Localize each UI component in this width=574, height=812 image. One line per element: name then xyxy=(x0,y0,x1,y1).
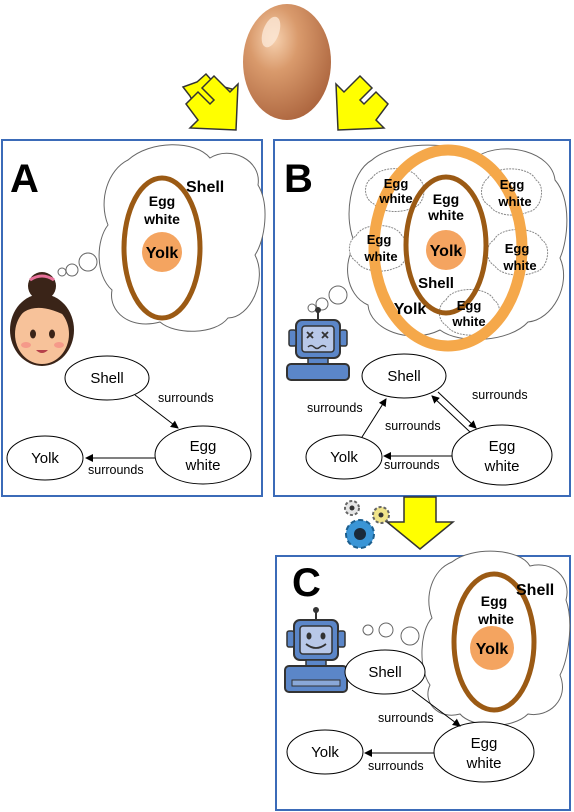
node-egg-white-b-l1: Egg xyxy=(489,438,516,455)
thought-yolk-a: Yolk xyxy=(146,245,179,262)
thought-white-b-2e: white xyxy=(451,314,485,329)
down-yellow-arrow xyxy=(384,496,456,550)
thought-white-b-1d: Egg xyxy=(505,241,530,256)
node-yolk-a xyxy=(6,435,84,481)
edge-yolk-shell-b-label: surrounds xyxy=(307,401,363,415)
girl-face-icon xyxy=(10,272,74,366)
panel-b xyxy=(273,139,571,497)
node-egg-white-a xyxy=(154,425,252,485)
edge-white-shell-b-label-2: surrounds xyxy=(385,419,441,433)
egg-white-ring-a xyxy=(121,175,203,321)
node-shell-c-label: Shell xyxy=(368,664,401,681)
thought-yolk-b: Yolk xyxy=(430,243,463,260)
thought-white-b-1e: Egg xyxy=(457,298,482,313)
thought-white-a-2: white xyxy=(143,211,180,227)
robot-happy-icon xyxy=(284,607,348,693)
edge-shell-white-a xyxy=(134,394,179,429)
thought-white-b-1c: Egg xyxy=(367,232,392,247)
thought-white-b-2c: white xyxy=(363,249,397,264)
node-shell-c xyxy=(344,649,426,695)
thought-white-c-2: white xyxy=(477,611,514,627)
node-egg-white-b-l2: white xyxy=(483,458,519,475)
egg-white-ring-b xyxy=(403,174,489,316)
node-egg-white-c-l1: Egg xyxy=(471,735,498,752)
node-yolk-a-label: Yolk xyxy=(31,450,59,467)
yolk-circle-c xyxy=(470,626,514,670)
panel-a-letter: A xyxy=(10,157,39,201)
node-yolk-b-label: Yolk xyxy=(330,449,358,466)
panel-c-letter: C xyxy=(292,561,321,605)
edge-shell-white-c xyxy=(411,689,461,727)
thought-white-b-inner-2: white xyxy=(427,207,464,223)
thought-white-b-2b: white xyxy=(497,194,531,209)
node-yolk-c xyxy=(286,729,364,775)
edge-white-shell-b-label: surrounds xyxy=(472,388,528,402)
thought-yolk-c: Yolk xyxy=(476,641,509,658)
thought-shell-c: Shell xyxy=(516,582,554,599)
left-yellow-arrow xyxy=(185,74,239,131)
egg-icon xyxy=(243,4,331,120)
edge-shell-white-c-label: surrounds xyxy=(378,711,434,725)
edge-shell-white-a-label: surrounds xyxy=(158,391,214,405)
right-yellow-arrow xyxy=(335,74,389,131)
node-shell-a xyxy=(64,355,150,401)
outer-ring-b xyxy=(368,144,528,352)
node-shell-b xyxy=(361,353,447,399)
node-egg-white-b xyxy=(451,424,553,486)
yolk-circle-b xyxy=(426,230,466,270)
gears-icon xyxy=(344,500,390,549)
node-egg-white-c-l2: white xyxy=(465,755,501,772)
node-yolk-b xyxy=(305,434,383,480)
robot-confused-icon xyxy=(286,307,350,381)
thought-white-a-1: Egg xyxy=(149,193,175,209)
thought-white-b-2d: white xyxy=(502,258,536,273)
node-yolk-c-label: Yolk xyxy=(311,744,339,761)
egg-white-ring-c xyxy=(451,571,537,713)
panel-b-letter: B xyxy=(284,157,313,201)
thought-yolk-outer-b: Yolk xyxy=(394,301,427,318)
node-egg-white-a-l1: Egg xyxy=(190,438,217,455)
node-shell-a-label: Shell xyxy=(90,370,123,387)
edge-white-yolk-b-label: surrounds xyxy=(384,458,440,472)
edge-white-yolk-c-label: surrounds xyxy=(368,759,424,773)
panel-c xyxy=(275,555,571,811)
node-egg-white-c xyxy=(433,721,535,783)
thought-white-b-1b: Egg xyxy=(500,177,525,192)
yolk-circle-a xyxy=(142,232,182,272)
thought-shell-b: Shell xyxy=(418,275,454,292)
edge-shell-white-b xyxy=(437,391,477,429)
node-shell-b-label: Shell xyxy=(387,368,420,385)
panel-a xyxy=(1,139,263,497)
thought-white-b-2a: white xyxy=(378,191,412,206)
thought-white-c-1: Egg xyxy=(481,593,507,609)
thought-white-b-inner-1: Egg xyxy=(433,191,459,207)
edge-white-yolk-a-label: surrounds xyxy=(88,463,144,477)
edge-yolk-shell-b xyxy=(361,398,387,438)
thought-cloud-c xyxy=(362,550,571,726)
thought-white-b-1a: Egg xyxy=(384,176,409,191)
edge-white-shell-b xyxy=(431,395,471,433)
thought-shell-a: Shell xyxy=(186,179,224,196)
node-egg-white-a-l2: white xyxy=(184,457,220,474)
